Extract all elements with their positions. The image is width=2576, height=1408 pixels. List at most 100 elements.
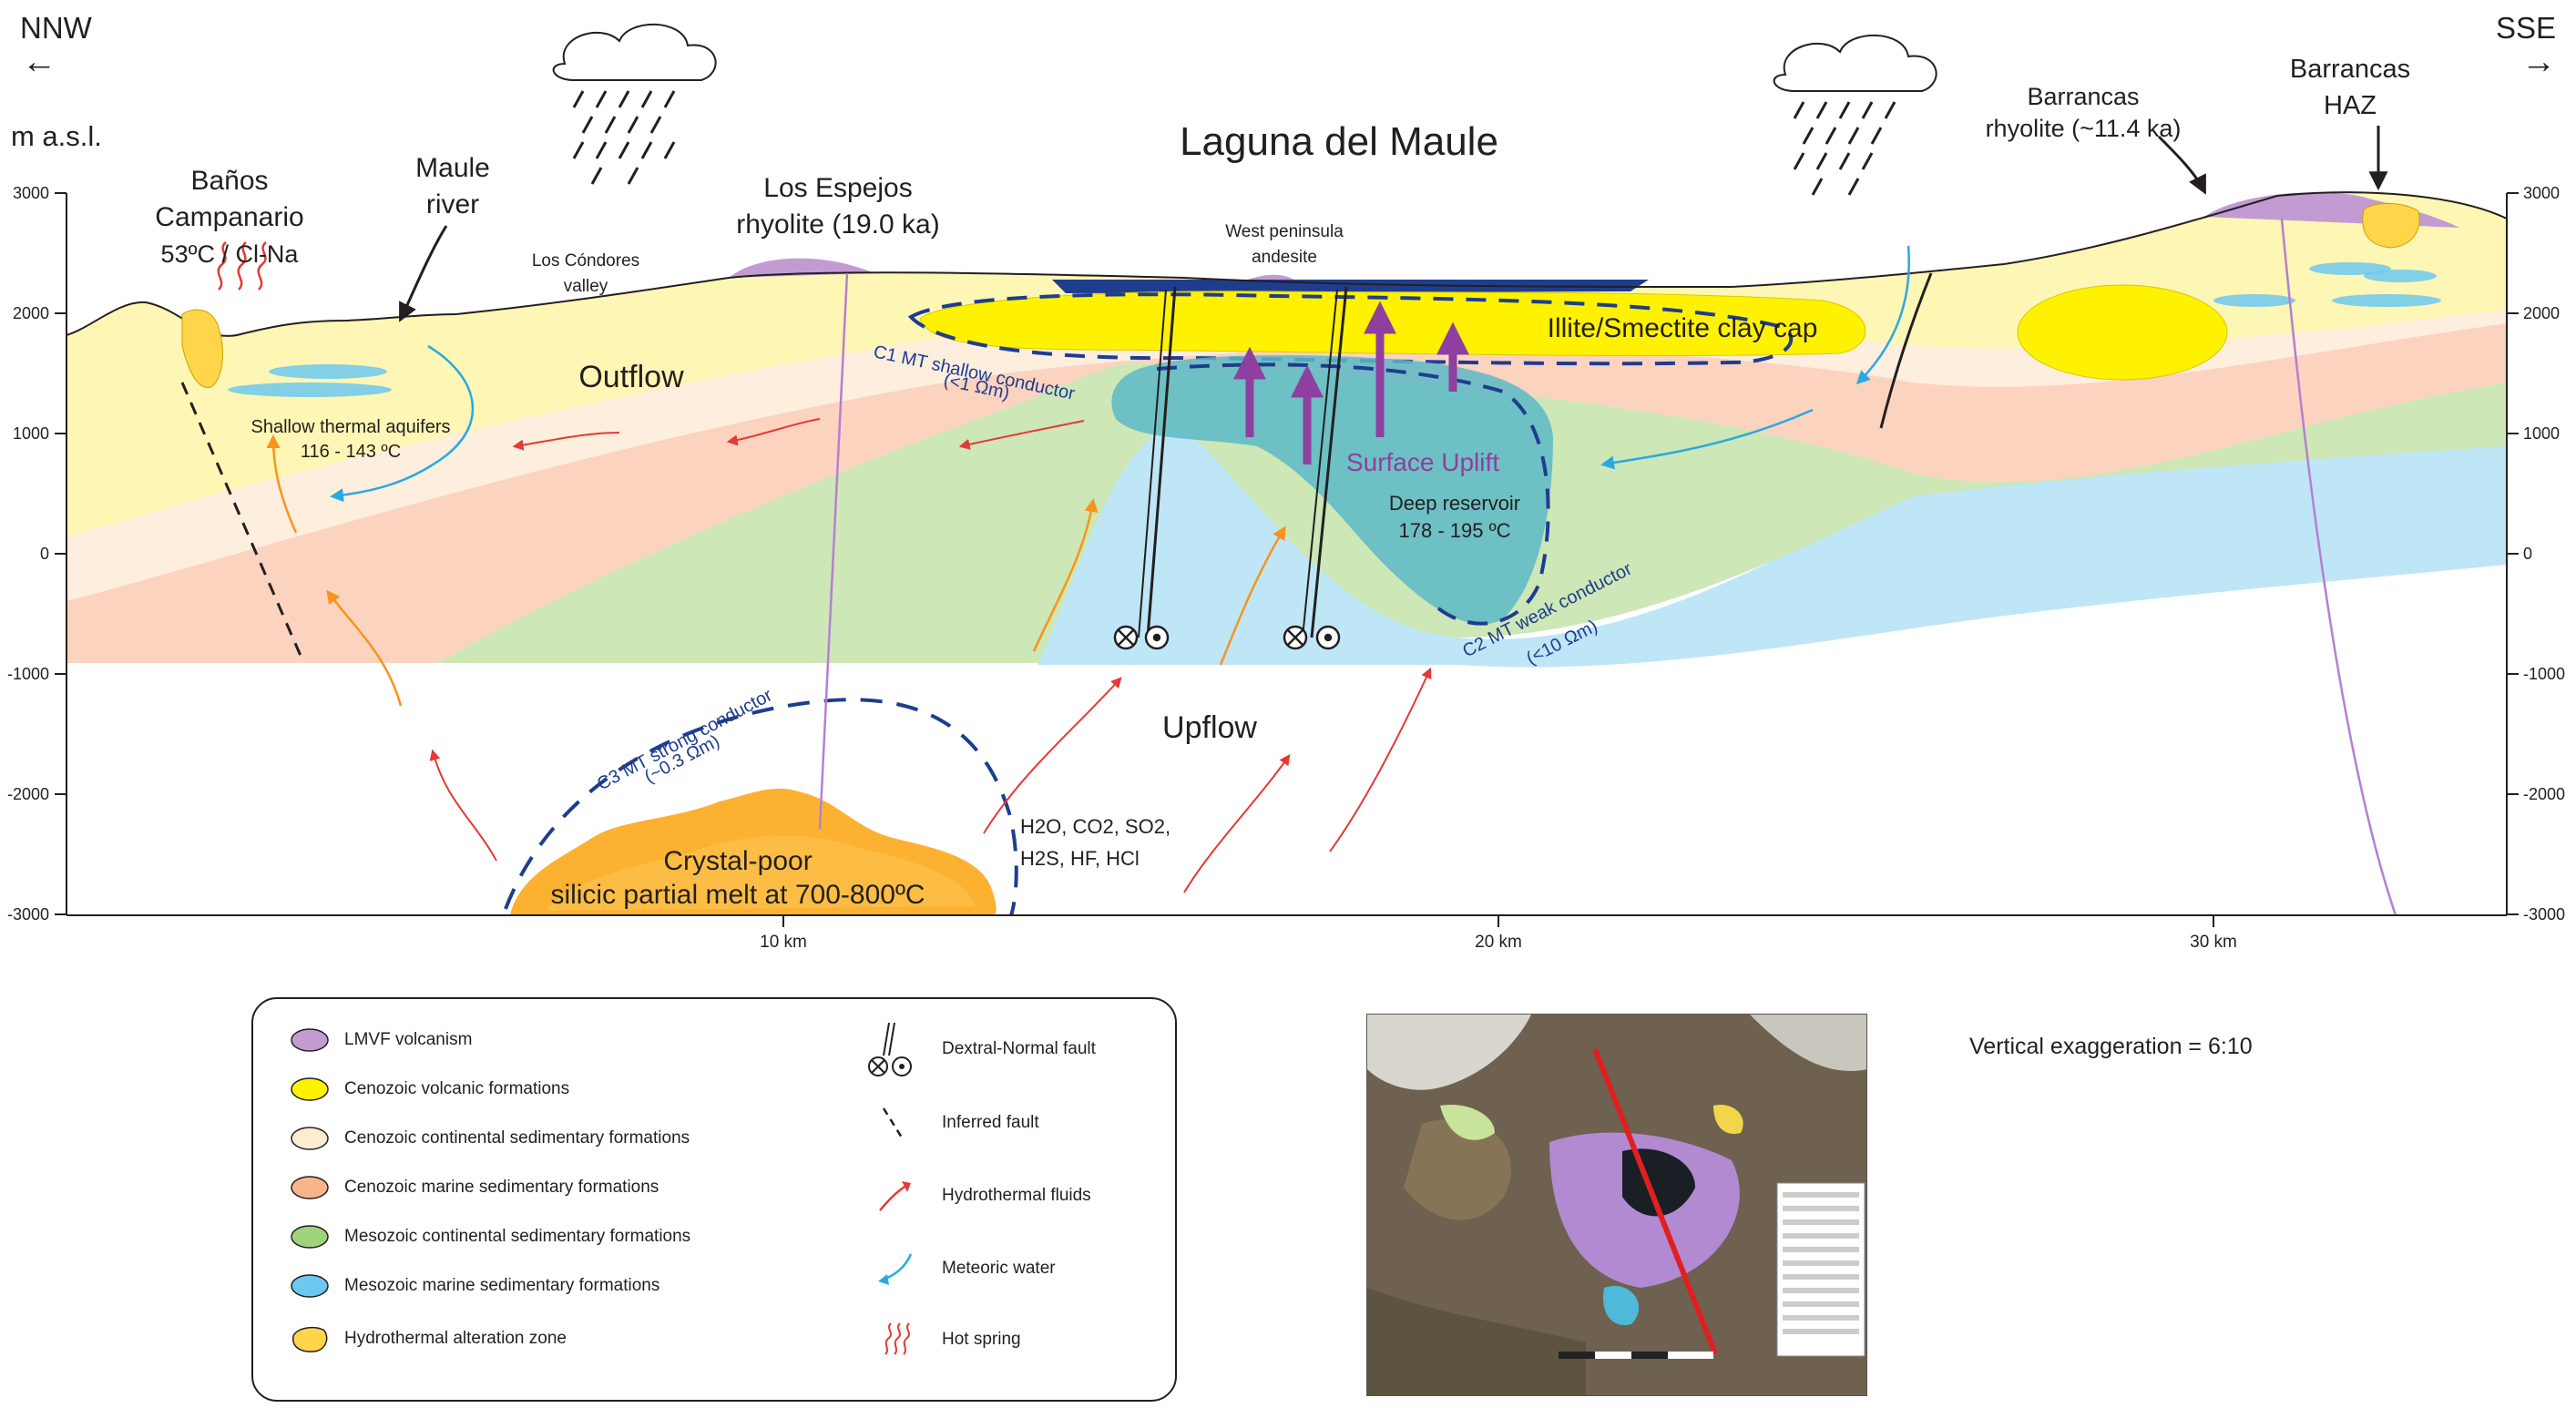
maule-river-label: river [426, 189, 479, 219]
legend-label: Mesozoic marine sedimentary formations [344, 1276, 660, 1295]
mesozoic-marine-swatch [291, 1274, 329, 1298]
cenozoic-volcanic-layer [66, 192, 2507, 537]
barrancas-rhyolite-pointer-arrow [2157, 135, 2206, 195]
upflow-label: Upflow [1162, 710, 1257, 745]
espejos-label: Los Espejos [763, 173, 912, 203]
westpen-andesite [1248, 274, 1293, 280]
inferred-fault-banos [180, 382, 302, 657]
partial-melt-core [547, 835, 975, 911]
x-tick-labels: 10 km 20 km 30 km [760, 933, 2237, 952]
c3-label: C3 MT strong conductor [594, 685, 776, 794]
orientation-left-label: NNW [20, 11, 93, 45]
location-map-inset [1366, 1014, 1867, 1396]
deep-reservoir [1111, 355, 1553, 625]
outflow-label: Outflow [578, 360, 684, 394]
hot-spring-icon [217, 241, 267, 291]
hydrothermal-fluid-arrows [429, 418, 1432, 893]
legend-label: Hydrothermal alteration zone [344, 1329, 567, 1348]
cenozoic-marine-swatch [291, 1176, 329, 1199]
aquifer-lens [228, 383, 392, 397]
legend-label: Meteoric water [942, 1259, 1056, 1278]
rain-cloud-icon-right [1773, 34, 1937, 196]
inferred-fault-icon [882, 1107, 904, 1138]
legend-item-lmvf: LMVF volcanism [290, 1026, 472, 1054]
legend-item-hydrothermal-fluids: Hydrothermal fluids [862, 1178, 1091, 1214]
legend-item-mesozoic-marine: Mesozoic marine sedimentary formations [290, 1272, 659, 1300]
lmvf-swatch [291, 1028, 329, 1052]
westpen-label: West peninsula [1225, 222, 1344, 241]
legend-item-meteoric-water: Meteoric water [862, 1250, 1056, 1287]
dextral-normal-fault-icon [868, 1022, 912, 1076]
legend: LMVF volcanism Cenozoic volcanic formati… [251, 997, 1177, 1402]
barrancas-clay-body [2017, 284, 2228, 381]
barrancas-alteration-zone [2362, 202, 2420, 249]
c1-shallow-conductor-outline [907, 292, 1794, 366]
cenozoic-continental-swatch [291, 1127, 329, 1150]
legend-label: Cenozoic continental sedimentary formati… [344, 1128, 690, 1148]
banos-label: 53ºC / Cl-Na [161, 240, 300, 268]
aquifer-lens [2213, 294, 2295, 307]
legend-item-alteration-zone: Hydrothermal alteration zone [290, 1323, 567, 1354]
y-tick-label: -2000 [2523, 785, 2565, 803]
aquifer-lens [2309, 262, 2391, 275]
aquifer-lens [269, 364, 387, 379]
aquifer-label: 116 - 143 ºC [301, 442, 401, 462]
dextral-normal-fault-west [1138, 286, 1177, 638]
legend-item-cenozoic-marine: Cenozoic marine sedimentary formations [290, 1174, 659, 1201]
legend-label: LMVF volcanism [344, 1030, 473, 1049]
y-tick-label: -3000 [7, 905, 49, 923]
y-tick-label: 2000 [13, 304, 49, 322]
y-tick-label: 1000 [2523, 424, 2560, 443]
satellite-map-image [1367, 1015, 1866, 1395]
y-tick-label: 3000 [13, 184, 49, 202]
cenozoic-continental-layer [66, 310, 2507, 601]
melt-label: Crystal-poor [663, 846, 812, 876]
barrancas-rhyolite-label: Barrancas [2027, 83, 2139, 110]
banos-label: Campanario [155, 202, 303, 232]
melt-label: silicic partial melt at 700-800ºC [550, 880, 925, 910]
barrancas-rhyolite-label: rhyolite (~11.4 ka) [1986, 115, 2182, 142]
cenozoic-marine-layer [66, 323, 2507, 663]
y-tick-label: 3000 [2523, 184, 2560, 202]
dike-barrancas [2280, 218, 2397, 916]
orientation-right-label: SSE [2496, 11, 2556, 45]
dextral-normal-fault-east [1302, 286, 1348, 638]
y-tick-label: 0 [40, 545, 49, 563]
legend-label: Inferred fault [942, 1113, 1039, 1132]
meteoric-water-icon [878, 1253, 913, 1285]
surface-uplift-label: Surface Uplift [1346, 448, 1499, 476]
x-tick-label: 20 km [1475, 933, 1522, 952]
gases-label: H2S, HF, HCl [1020, 847, 1140, 870]
axes-frame [55, 192, 2519, 927]
clay-cap-label: Illite/Smectite clay cap [1548, 313, 1818, 343]
barrancas-fault [1879, 272, 1933, 429]
barrancas-haz-label: HAZ [2324, 91, 2377, 120]
legend-item-mesozoic-continental: Mesozoic continental sedimentary formati… [290, 1223, 690, 1250]
y-tick-label: -1000 [2523, 665, 2565, 683]
legend-label: Cenozoic volcanic formations [344, 1079, 570, 1098]
reservoir-label: 178 - 195 ºC [1399, 519, 1511, 542]
topography-line [66, 191, 2508, 337]
legend-label: Dextral-Normal fault [942, 1039, 1096, 1058]
c2-weak-conductor-outline [1156, 362, 1550, 626]
x-tick-label: 10 km [760, 933, 807, 952]
maule-river-label: Maule [415, 153, 490, 183]
maule-pointer-arrow [399, 225, 448, 322]
aquifer-label: Shallow thermal aquifers [251, 417, 451, 437]
legend-item-hot-spring: Hot spring [862, 1321, 1021, 1358]
hydrothermal-fluids-icon [879, 1181, 911, 1211]
y-tick-label: -2000 [7, 785, 49, 803]
vertical-exaggeration-note: Vertical exaggeration = 6:10 [1969, 1034, 2253, 1059]
fault-movement-symbols [1113, 625, 1341, 650]
y-axis-unit: m a.s.l. [11, 120, 102, 152]
legend-item-inferred-fault: Inferred fault [862, 1105, 1039, 1141]
legend-label: Hot spring [942, 1330, 1021, 1349]
orientation-right-arrow: → [2521, 43, 2556, 81]
espejos-label: rhyolite (19.0 ka) [736, 209, 939, 240]
page-title: Laguna del Maule [1180, 119, 1498, 164]
orientation-left-arrow: ← [22, 43, 56, 81]
y-tick-label: 1000 [13, 424, 49, 443]
condores-label: Los Cóndores [532, 251, 639, 270]
rain-cloud-icon-left [552, 23, 717, 185]
